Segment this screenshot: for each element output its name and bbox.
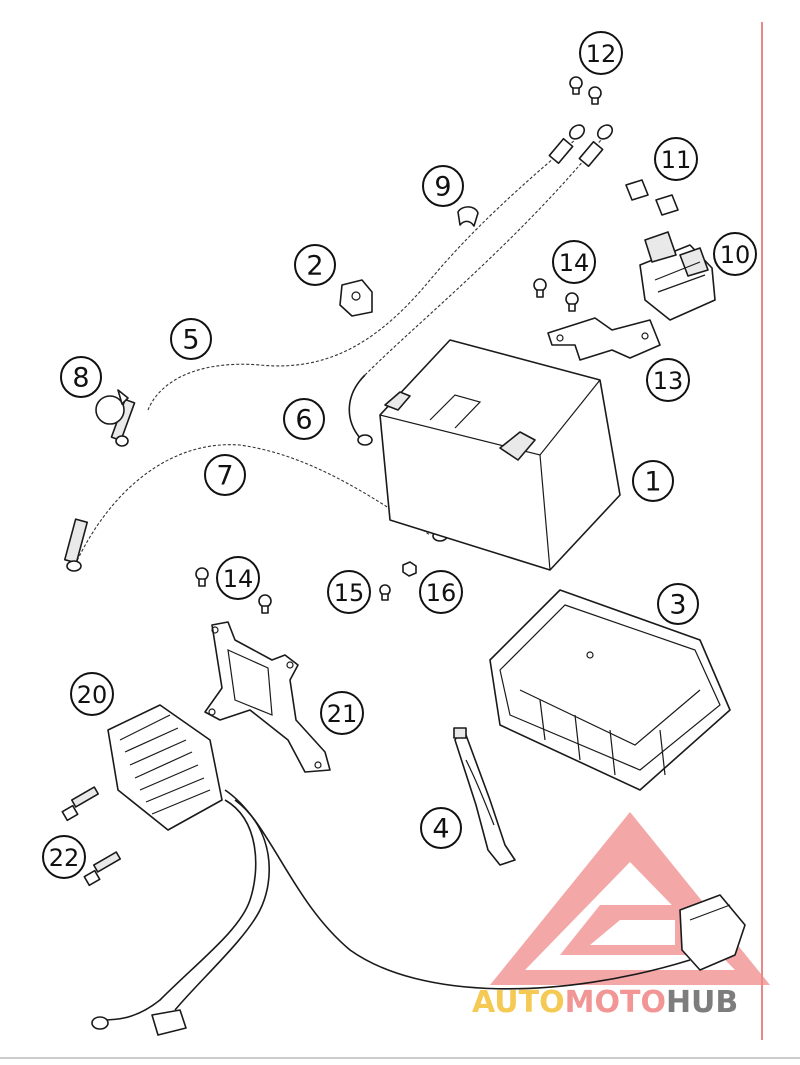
- part-22-screws: [61, 786, 122, 887]
- callout-10-label: 10: [720, 241, 751, 269]
- part-1-battery: [379, 339, 621, 571]
- part-13-relay-bracket: [547, 317, 661, 361]
- callout-16: 16: [419, 570, 463, 614]
- callout-5-label: 5: [182, 325, 199, 356]
- part-3-battery-tray: [489, 589, 731, 791]
- callout-5: 5: [170, 318, 212, 360]
- part-16-nut: [402, 561, 417, 577]
- callout-15: 15: [327, 570, 371, 614]
- callout-20-label: 20: [77, 681, 108, 709]
- part-10-starter-relay: [639, 231, 716, 321]
- callout-12-label: 12: [586, 40, 617, 68]
- callout-8-label: 8: [72, 363, 89, 394]
- callout-14-upper: 14: [552, 240, 596, 284]
- callout-7: 7: [204, 454, 246, 496]
- part-9-clip: [457, 206, 479, 227]
- part-2-terminal-cover: [339, 279, 373, 317]
- callout-13-label: 13: [653, 367, 684, 395]
- callout-14-upper-label: 14: [559, 249, 590, 277]
- callout-2: 2: [294, 244, 336, 286]
- watermark-text: AUTOMOTOHUB: [472, 985, 738, 1020]
- part-14-screws-upper: [533, 278, 579, 312]
- callout-13: 13: [646, 358, 690, 402]
- part-4-rubber-strap: [453, 727, 516, 866]
- callout-1-label: 1: [644, 467, 661, 498]
- callout-6-label: 6: [295, 405, 312, 436]
- callout-9: 9: [422, 165, 464, 207]
- callout-4-label: 4: [432, 814, 449, 845]
- callout-14-lower-label: 14: [223, 565, 254, 593]
- watermark-auto: AUTO: [472, 985, 565, 1020]
- watermark-moto: MOTO: [565, 985, 666, 1020]
- callout-21: 21: [320, 691, 364, 735]
- callout-20: 20: [70, 672, 114, 716]
- callout-11: 11: [654, 137, 698, 181]
- callout-3-label: 3: [669, 590, 686, 621]
- part-11-fuses: [625, 179, 679, 216]
- callout-21-label: 21: [327, 700, 358, 728]
- callout-4: 4: [420, 807, 462, 849]
- callout-11-label: 11: [661, 146, 692, 174]
- callout-22: 22: [42, 835, 86, 879]
- watermark-hub: HUB: [666, 985, 738, 1020]
- callout-6: 6: [283, 398, 325, 440]
- callout-1: 1: [632, 460, 674, 502]
- callout-15-label: 15: [334, 579, 365, 607]
- part-6-cable: [348, 124, 614, 446]
- part-15-screw: [379, 584, 391, 601]
- callout-16-label: 16: [426, 579, 457, 607]
- callout-9-label: 9: [434, 172, 451, 203]
- callout-7-label: 7: [216, 461, 233, 492]
- callout-2-label: 2: [306, 251, 323, 282]
- part-20-voltage-regulator: [91, 704, 746, 1036]
- part-5-cable: [110, 124, 586, 447]
- callout-3: 3: [657, 583, 699, 625]
- callout-22-label: 22: [49, 844, 80, 872]
- part-8-terminal-cap: [95, 389, 129, 425]
- svg-text:AUTOMOTOHUB: AUTOMOTOHUB: [472, 985, 738, 1020]
- part-12-screws: [569, 76, 602, 105]
- callout-8: 8: [60, 356, 102, 398]
- callout-14-lower: 14: [216, 556, 260, 600]
- callout-12: 12: [579, 31, 623, 75]
- callout-10: 10: [713, 232, 757, 276]
- part-21-regulator-bracket: [204, 621, 331, 773]
- part-14-screws-lower: [195, 567, 272, 614]
- watermark-logo: [490, 812, 770, 985]
